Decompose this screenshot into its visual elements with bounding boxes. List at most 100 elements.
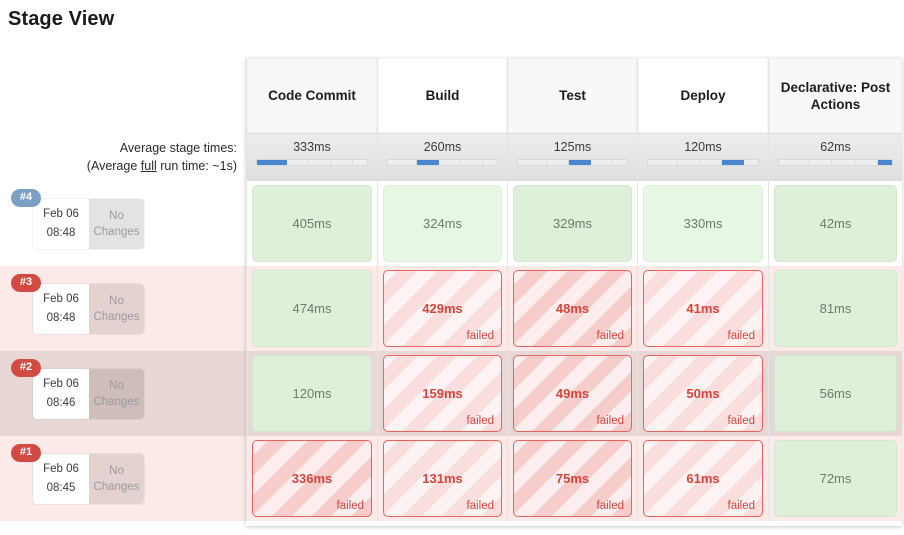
- stage-duration: 330ms: [683, 215, 723, 231]
- failed-label: failed: [466, 330, 495, 342]
- failed-label: failed: [727, 415, 756, 427]
- run-time: 08:46: [46, 397, 76, 409]
- run-date: Feb 06: [43, 378, 79, 390]
- progress-segment-4: [591, 160, 614, 165]
- average-stage-times-text: Average stage times:: [119, 141, 237, 155]
- stage-duration: 72ms: [819, 470, 852, 486]
- stage-cell-1[interactable]: 474ms: [252, 270, 372, 347]
- stage-cell-1[interactable]: 120ms: [252, 355, 372, 432]
- progress-segment-5: [877, 160, 892, 165]
- stage-header-1[interactable]: Code Commit: [246, 58, 377, 133]
- stage-duration: 48ms: [555, 300, 590, 316]
- avg-run-post: run time: ~1s): [156, 159, 237, 173]
- progress-segment-3: [569, 160, 592, 165]
- header-spacer: [0, 58, 246, 133]
- progress-segment-1: [388, 160, 418, 165]
- stage-cell-wrapper: 324ms: [377, 181, 507, 266]
- stage-header-5[interactable]: Declarative: Post Actions: [768, 58, 902, 133]
- progress-segment-4: [721, 160, 745, 165]
- average-progress-bar: [647, 159, 759, 166]
- stage-duration: 159ms: [422, 385, 463, 401]
- average-progress-bar: [778, 159, 893, 166]
- stage-cell-5[interactable]: 56ms: [774, 355, 897, 432]
- build-number-badge[interactable]: #2: [11, 359, 41, 377]
- average-cell-3: 125ms: [507, 133, 637, 181]
- failed-label: failed: [596, 500, 625, 512]
- run-timestamp[interactable]: Feb 06 08:46: [33, 369, 89, 419]
- avg-run-pre: (Average: [86, 159, 141, 173]
- progress-segment-4: [461, 160, 484, 165]
- failed-label: failed: [727, 330, 756, 342]
- stage-cell-5[interactable]: 42ms: [774, 185, 897, 262]
- stage-cell-3[interactable]: 75ms failed: [513, 440, 632, 517]
- average-progress-bar: [517, 159, 628, 166]
- failed-label: failed: [336, 500, 365, 512]
- stage-duration: 329ms: [552, 215, 593, 231]
- stage-header-3[interactable]: Test: [507, 58, 637, 133]
- stage-cell-5[interactable]: 72ms: [774, 440, 897, 517]
- progress-segment-3: [439, 160, 462, 165]
- average-progress-bar: [256, 159, 368, 166]
- stage-cell-wrapper: 336ms failed: [246, 436, 377, 521]
- stage-header-4[interactable]: Deploy: [637, 58, 768, 133]
- avg-run-underline: full: [140, 159, 157, 173]
- stage-cell-wrapper: 42ms: [768, 181, 902, 266]
- page-title: Stage View: [8, 8, 115, 30]
- stage-duration: 131ms: [422, 470, 463, 486]
- build-number-badge[interactable]: #4: [11, 189, 41, 207]
- stage-cell-4[interactable]: 330ms: [643, 185, 763, 262]
- stage-cell-1[interactable]: 405ms: [252, 185, 372, 262]
- stage-cell-2[interactable]: 324ms: [383, 185, 502, 262]
- stage-cell-1[interactable]: 336ms failed: [252, 440, 372, 517]
- progress-segment-2: [417, 160, 440, 165]
- stage-cell-wrapper: 75ms failed: [507, 436, 637, 521]
- stage-cell-3[interactable]: 329ms: [513, 185, 632, 262]
- changes-line-2: Changes: [93, 396, 140, 408]
- stage-cell-wrapper: 120ms: [246, 351, 377, 436]
- stage-header-2[interactable]: Build: [377, 58, 507, 133]
- stage-duration: 75ms: [555, 470, 590, 486]
- average-times-label: Average stage times: (Average full run ti…: [0, 133, 246, 181]
- stage-cell-5[interactable]: 81ms: [774, 270, 897, 347]
- build-number-badge[interactable]: #1: [11, 444, 41, 462]
- stage-duration: 405ms: [292, 215, 332, 231]
- stage-duration: 61ms: [686, 470, 720, 486]
- failed-label: failed: [596, 415, 625, 427]
- progress-segment-2: [677, 160, 700, 165]
- build-number-badge[interactable]: #3: [11, 274, 41, 292]
- average-cell-2: 260ms: [377, 133, 507, 181]
- run-date: Feb 06: [43, 463, 79, 475]
- run-time: 08:48: [46, 312, 76, 324]
- progress-segment-3: [832, 160, 855, 165]
- stage-cell-wrapper: 72ms: [768, 436, 902, 521]
- stage-duration: 336ms: [291, 470, 333, 486]
- stage-cell-wrapper: 330ms: [637, 181, 768, 266]
